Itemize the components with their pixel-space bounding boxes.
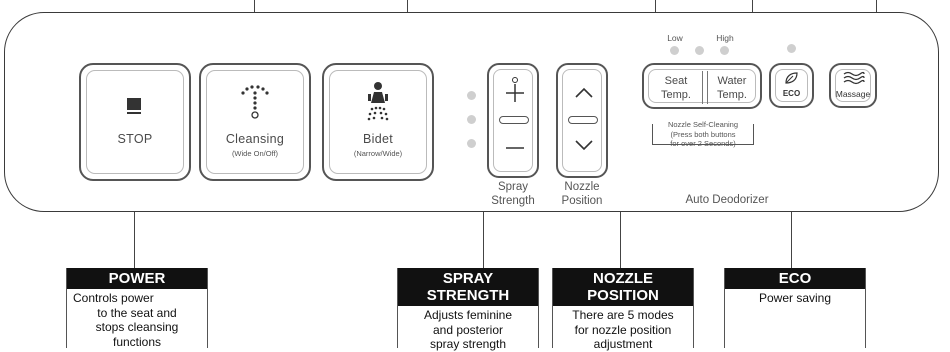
stop-label: STOP — [117, 132, 153, 146]
nozzle-position-info-title: NOZZLE POSITION — [553, 268, 693, 306]
leader-line-spray — [483, 162, 484, 268]
spray-decrease-icon — [506, 147, 524, 149]
spray-strength-info-box: SPRAY STRENGTH Adjusts feminine and post… — [397, 268, 539, 351]
spray-center-bar — [499, 116, 529, 124]
cleansing-label: Cleansing — [225, 132, 285, 146]
stop-icon — [127, 98, 141, 114]
cleansing-button[interactable]: Cleansing (Wide On/Off) — [199, 63, 311, 181]
spray-level-indicator — [467, 91, 476, 100]
spray-strength-caption: Spray Strength — [491, 181, 535, 207]
nozzle-position-info-box: NOZZLE POSITION There are 5 modes for no… — [552, 268, 694, 351]
power-info-box: POWER Controls power to the seat and sto… — [66, 268, 208, 349]
temp-level-indicator — [695, 46, 704, 55]
spray-level-indicator — [467, 139, 476, 148]
stop-button[interactable]: STOP — [79, 63, 191, 181]
nozzle-position-button[interactable] — [556, 63, 608, 178]
temp-low-label: Low — [667, 33, 683, 43]
power-info-title: POWER — [67, 268, 207, 289]
spray-strength-info-body: Adjusts feminine and posterior spray str… — [423, 308, 513, 351]
self-cleaning-note: Nozzle Self-Cleaning (Press both buttons… — [667, 120, 739, 148]
nozzle-center-bar — [568, 116, 598, 124]
temp-high-label: High — [716, 33, 734, 43]
eco-label: ECO — [782, 89, 801, 98]
temp-level-indicator — [670, 46, 679, 55]
eco-info-body: Power saving — [758, 291, 832, 305]
leader-line-power — [134, 181, 135, 269]
spray-strength-button[interactable] — [487, 63, 539, 178]
temp-buttons: Seat Temp. Water Temp. — [642, 63, 762, 109]
spray-increase-icon — [506, 77, 524, 102]
temp-level-indicator — [720, 46, 729, 55]
massage-label: Massage — [835, 89, 871, 99]
temp-divider — [702, 71, 708, 104]
massage-button[interactable]: Massage — [829, 63, 877, 108]
bidet-label: Bidet — [363, 132, 393, 146]
nozzle-down-icon — [575, 140, 593, 151]
self-cleaning-bracket — [652, 124, 754, 145]
spray-level-indicator — [467, 115, 476, 124]
nozzle-up-icon — [575, 87, 593, 98]
bidet-button[interactable]: Bidet (Narrow/Wide) — [322, 63, 434, 181]
cleansing-spray-icon — [241, 85, 269, 119]
leaf-icon — [785, 72, 798, 84]
bidet-person-icon — [367, 82, 389, 121]
eco-button[interactable]: ECO — [769, 63, 814, 108]
cleansing-sublabel: (Wide On/Off) — [231, 149, 279, 158]
leader-line-nozzle — [620, 162, 621, 268]
seat-temp-button[interactable]: Seat Temp. — [661, 75, 691, 101]
eco-info-title: ECO — [725, 268, 865, 289]
nozzle-position-caption: Nozzle Position — [561, 181, 603, 207]
wave-icon — [843, 71, 865, 85]
water-temp-button[interactable]: Water Temp. — [717, 75, 747, 101]
eco-info-box: ECO Power saving — [724, 268, 866, 348]
spray-strength-info-title: SPRAY STRENGTH — [398, 268, 538, 306]
bidet-sublabel: (Narrow/Wide) — [353, 149, 403, 158]
power-info-body: Controls power to the seat and stops cle… — [73, 291, 179, 349]
eco-indicator — [787, 44, 796, 53]
nozzle-position-info-body: There are 5 modes for nozzle position ad… — [572, 308, 674, 351]
auto-deodorizer-label: Auto Deodorizer — [685, 194, 769, 206]
